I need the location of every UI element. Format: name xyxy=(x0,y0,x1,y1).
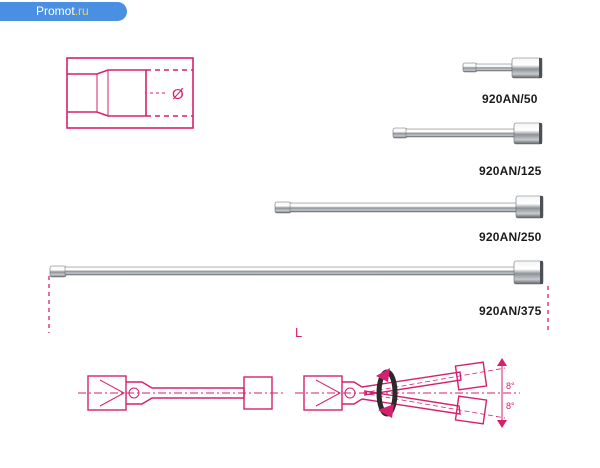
diameter-symbol: Ø xyxy=(172,86,184,103)
extension-bar-250 xyxy=(274,195,544,219)
bottom-drawing-wobble xyxy=(295,361,520,425)
site-domain: .ru xyxy=(74,4,89,18)
angle-bottom-label: 8° xyxy=(506,401,515,411)
angle-top-label: 8° xyxy=(506,381,515,391)
section-drawing xyxy=(66,57,194,129)
angle-markers xyxy=(497,358,507,428)
product-code-50: 920AN/50 xyxy=(482,92,538,106)
extension-bar-125 xyxy=(392,122,543,145)
bottom-drawing-straight xyxy=(78,375,285,411)
product-code-125: 920AN/125 xyxy=(479,164,542,178)
rotation-arrow-icon xyxy=(376,368,398,418)
extension-bar-50 xyxy=(462,57,543,79)
length-dimension xyxy=(48,276,549,333)
length-label: L xyxy=(295,325,303,340)
site-badge[interactable]: Promot.ru xyxy=(0,2,127,21)
site-name: Promot xyxy=(36,4,75,18)
product-code-250: 920AN/250 xyxy=(479,230,542,244)
product-code-375: 920AN/375 xyxy=(479,304,542,318)
extension-bar-375 xyxy=(49,260,544,285)
